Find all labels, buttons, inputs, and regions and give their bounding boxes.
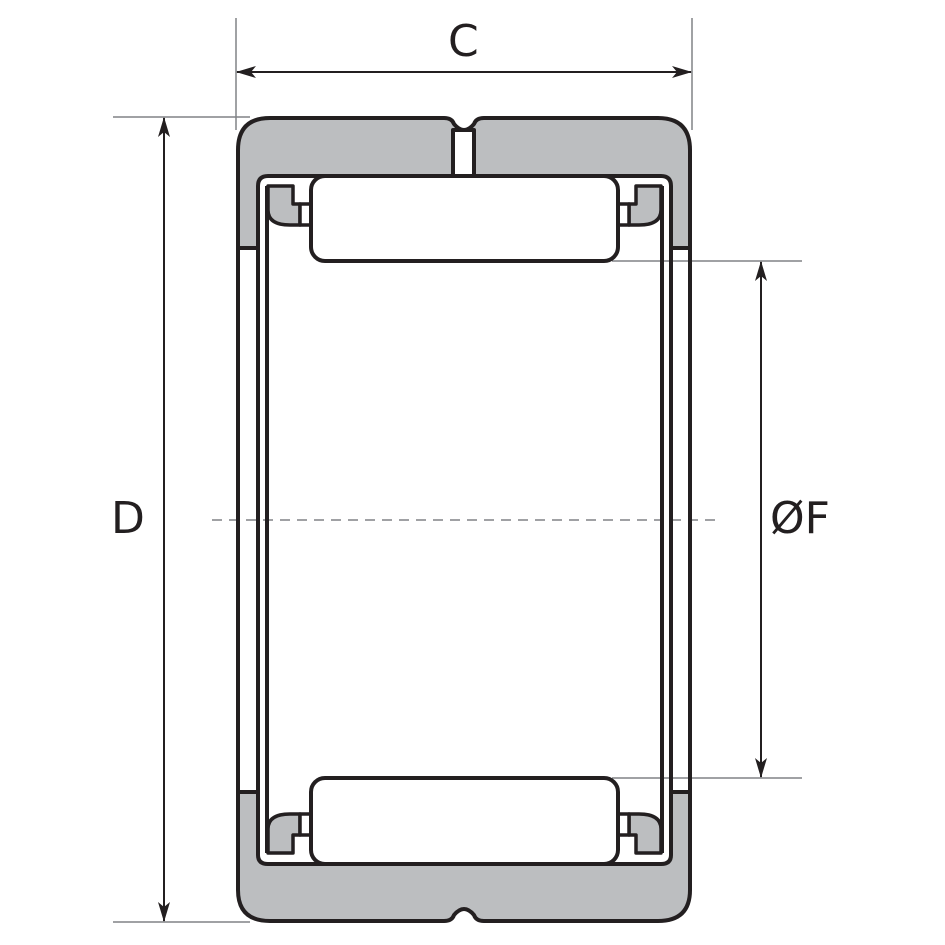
needle-roller-bottom bbox=[309, 776, 620, 866]
dimension-label-f: ØF bbox=[770, 493, 830, 544]
outer-cup bbox=[236, 116, 692, 923]
dimension-lines bbox=[158, 66, 767, 922]
dimension-label-c: C bbox=[448, 16, 479, 67]
cage-lips bbox=[266, 184, 663, 855]
cage bbox=[265, 186, 664, 853]
needle-rollers bbox=[309, 174, 620, 866]
extension-lines bbox=[113, 18, 802, 923]
dimension-label-d: D bbox=[111, 493, 145, 544]
needle-roller-top bbox=[309, 174, 620, 263]
